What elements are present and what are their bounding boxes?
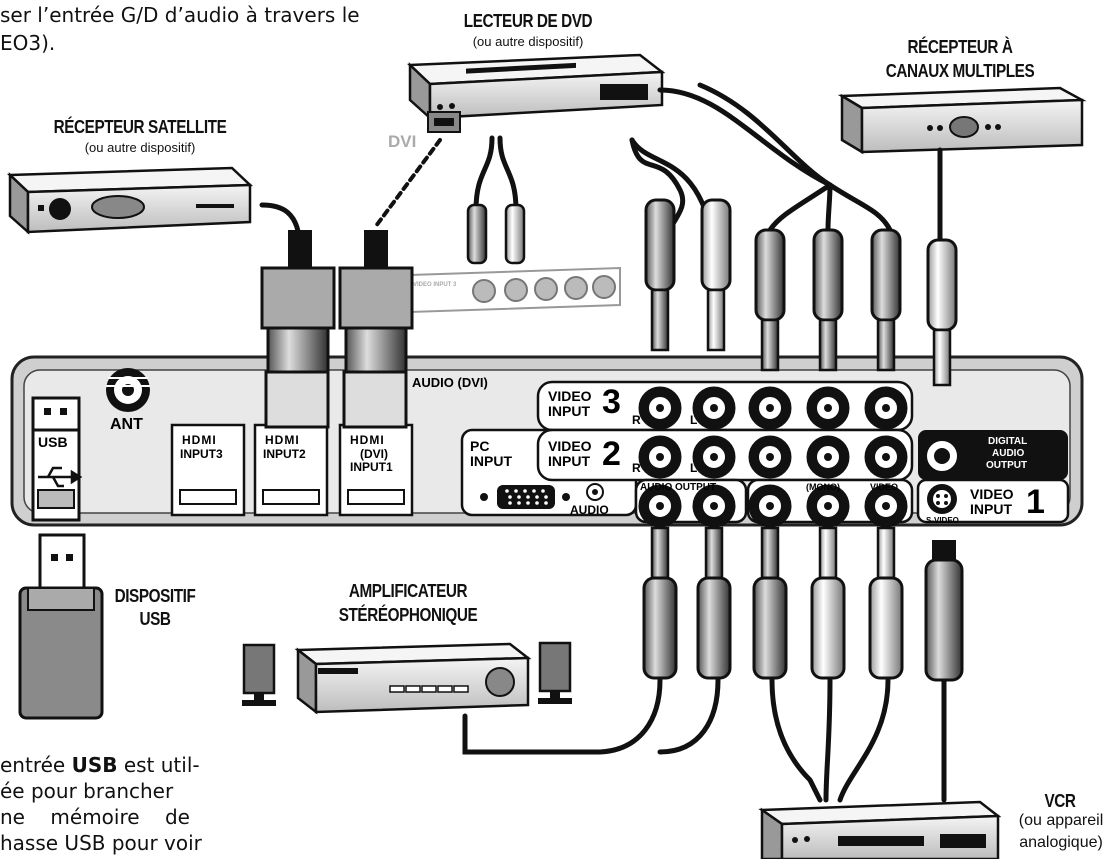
rca-plug-top-1: [646, 200, 674, 350]
dvd-strip-label: VIDEO INPUT 3: [413, 282, 468, 289]
amplifier-title-2: STÉRÉOPHONIQUE: [323, 604, 493, 626]
rca-plug-top-3: [756, 230, 784, 370]
pc-audio-label: AUDIO: [570, 504, 609, 517]
usb-port-label: USB: [38, 436, 68, 449]
ant-label: ANT: [110, 418, 143, 431]
hdmi-plug-1-dvi: [340, 230, 412, 427]
mono-label: (MONO): [806, 481, 840, 494]
audio-output-label: AUDIO OUTPUT: [640, 481, 716, 494]
dvd-subtitle: (ou autre dispositif): [448, 34, 608, 49]
audio-dvi-label: AUDIO (DVI): [412, 376, 488, 389]
usb-note-line1: entrée USB est util-: [0, 752, 200, 778]
l3-label: L: [690, 414, 697, 427]
usb-port: [33, 398, 79, 520]
usb-device-title-1: DISPOSITIF: [108, 585, 202, 607]
video2-label-a: VIDEO: [548, 440, 592, 453]
usb-note-line2: ée pour brancher: [0, 778, 173, 804]
multi-receiver-title-2: CANAUX MULTIPLES: [877, 60, 1044, 82]
hdmi-plug-2: [262, 230, 334, 427]
dvi-connector: [428, 112, 460, 132]
hdmi2-label: INPUT2: [263, 448, 306, 461]
usb-stick: [20, 535, 102, 718]
dvd-input-strip: [410, 268, 620, 312]
rca-plugs-bottom: [644, 528, 962, 680]
multi-receiver-title-1: RÉCEPTEUR À: [892, 36, 1028, 58]
usb-note-text-b: USB: [72, 753, 118, 777]
pc-label: PC: [470, 440, 489, 453]
hdmi3-logo: HDMI: [182, 434, 217, 447]
stereo-amplifier: [298, 644, 528, 712]
hdmi1-logo: HDMI: [350, 434, 385, 447]
amplifier-title-1: AMPLIFICATEUR: [332, 580, 485, 602]
pc-input-label: INPUT: [470, 455, 512, 468]
svideo-label: S-VIDEO: [926, 514, 959, 527]
video1-label-a: VIDEO: [970, 488, 1014, 501]
video1-label-b: INPUT: [970, 503, 1012, 516]
r3-label: R: [632, 414, 641, 427]
rca-plug-top-2: [702, 200, 730, 350]
video2-label-b: INPUT: [548, 455, 590, 468]
vcr-subtitle-2: analogique): [1006, 834, 1116, 852]
video3-label-a: VIDEO: [548, 390, 592, 403]
dvi-label: DVI: [388, 132, 416, 152]
intro-text-line2: EO3).: [0, 30, 55, 56]
strip-plugs: [468, 205, 524, 263]
rca-plug-top-4: [814, 230, 842, 370]
intro-text-line1: ser l’entrée G/D d’audio à travers le: [0, 2, 385, 28]
hdmi1-label: INPUT1: [350, 461, 393, 474]
satellite-title: RÉCEPTEUR SATELLITE: [47, 116, 234, 138]
video3-number: 3: [602, 384, 621, 420]
vcr-subtitle-1: (ou appareil: [1006, 812, 1116, 830]
rca-jacks: [640, 388, 906, 526]
l2-label: L: [690, 462, 697, 475]
vcr-title: VCR: [1026, 790, 1094, 812]
dvd-title: LECTEUR DE DVD: [460, 10, 596, 32]
usb-note-text-a: entrée: [0, 753, 72, 777]
ant-connector: [106, 368, 150, 412]
r2-label: R: [632, 462, 641, 475]
rca-plug-top-5: [872, 230, 900, 370]
multichannel-receiver: [842, 88, 1082, 152]
hdmi3-label: INPUT3: [180, 448, 223, 461]
usb-note-line4: hasse USB pour voir: [0, 830, 202, 856]
video1-number: 1: [1026, 484, 1045, 520]
speaker-left: [242, 645, 276, 706]
dvd-player: [410, 55, 662, 118]
video2-number: 2: [602, 436, 621, 472]
video-jack-label: VIDEO: [870, 481, 898, 494]
speaker-right: [538, 643, 572, 704]
satellite-receiver: [10, 168, 250, 232]
usb-device-title-2: USB: [108, 608, 202, 630]
usb-note-line3: ne mémoire de: [0, 804, 190, 830]
usb-note-text-c: est util-: [117, 753, 199, 777]
hdmi2-logo: HDMI: [265, 434, 300, 447]
video3-label-b: INPUT: [548, 405, 590, 418]
satellite-subtitle: (ou autre dispositif): [30, 140, 250, 155]
digital-label-3: OUTPUT: [986, 459, 1027, 472]
vcr-device: [762, 802, 998, 859]
